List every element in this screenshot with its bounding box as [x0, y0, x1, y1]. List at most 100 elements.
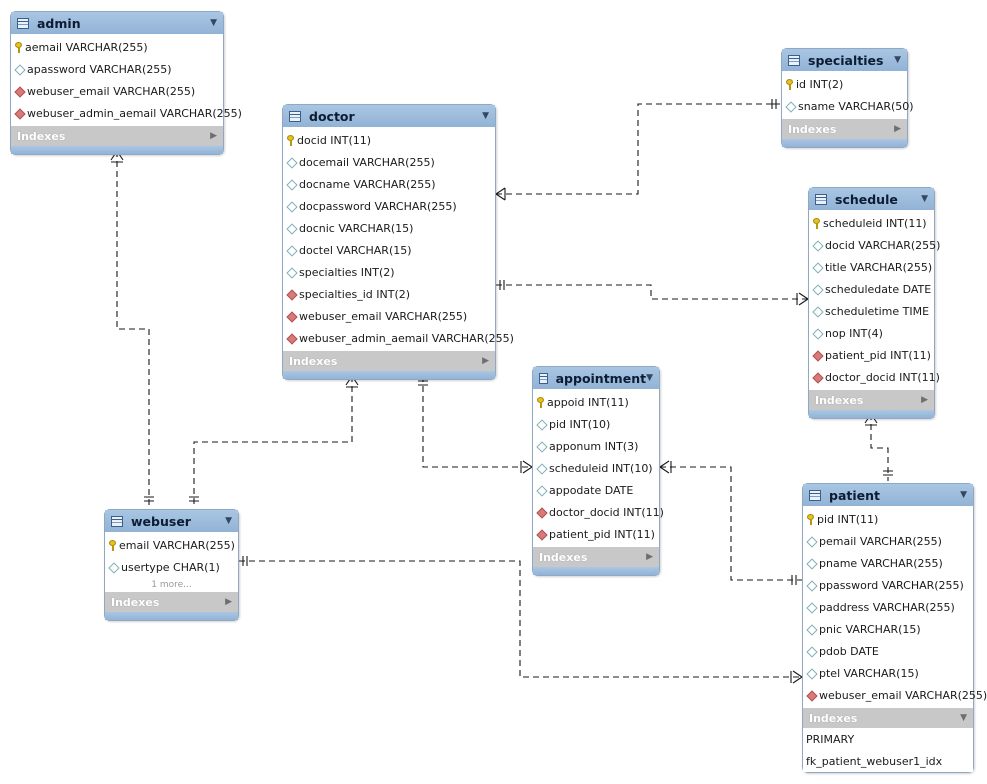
- more-columns-link[interactable]: 1 more...: [151, 580, 192, 590]
- expand-arrow-icon[interactable]: ▶: [210, 131, 217, 141]
- column-row[interactable]: title VARCHAR(255): [809, 256, 934, 278]
- column-row[interactable]: webuser_admin_aemail VARCHAR(255): [11, 102, 242, 124]
- column-row[interactable]: pname VARCHAR(255): [803, 552, 973, 574]
- collapse-caret-icon[interactable]: ▼: [210, 18, 217, 28]
- index-item[interactable]: PRIMARY: [806, 732, 855, 746]
- column-row[interactable]: scheduleid INT(11): [809, 212, 934, 234]
- expand-arrow-icon[interactable]: ▶: [921, 395, 928, 405]
- column-icon: [287, 202, 296, 211]
- column-row[interactable]: docemail VARCHAR(255): [283, 151, 495, 173]
- table-header[interactable]: patient ▼: [803, 484, 973, 506]
- column-row[interactable]: apponum INT(3): [533, 435, 659, 457]
- table-header[interactable]: doctor ▼: [283, 105, 495, 127]
- column-row[interactable]: pdob DATE: [803, 640, 973, 662]
- column-row[interactable]: docid INT(11): [283, 129, 495, 151]
- table-schedule[interactable]: schedule ▼ scheduleid INT(11)docid VARCH…: [808, 187, 940, 419]
- column-row[interactable]: docname VARCHAR(255): [283, 173, 495, 195]
- column-icon: [807, 559, 816, 568]
- indexes-section[interactable]: Indexes ▶: [105, 592, 238, 612]
- expand-arrow-icon[interactable]: ▶: [225, 597, 232, 607]
- table-name: webuser: [131, 513, 191, 529]
- column-label: webuser_email VARCHAR(255): [27, 84, 196, 98]
- column-row[interactable]: webuser_email VARCHAR(255): [11, 80, 223, 102]
- collapse-caret-icon[interactable]: ▼: [225, 516, 232, 526]
- column-icon: [807, 603, 816, 612]
- table-admin[interactable]: admin ▼ aemail VARCHAR(255) apassword VAR…: [10, 11, 242, 155]
- column-icon: [287, 224, 296, 233]
- rel-doctor-webuser-one-end: [189, 496, 199, 502]
- column-label: webuser_admin_aemail VARCHAR(255): [299, 331, 514, 345]
- column-row[interactable]: apassword VARCHAR(255): [11, 58, 223, 80]
- primary-key-icon: [537, 396, 544, 408]
- collapse-caret-icon[interactable]: ▼: [482, 111, 489, 121]
- column-row[interactable]: docpassword VARCHAR(255): [283, 195, 495, 217]
- table-header[interactable]: specialties ▼: [782, 49, 907, 71]
- column-row[interactable]: pnic VARCHAR(15): [803, 618, 973, 640]
- table-header[interactable]: webuser ▼: [105, 510, 238, 532]
- expand-arrow-icon[interactable]: ▶: [894, 124, 901, 134]
- column-row[interactable]: pid INT(10): [533, 413, 659, 435]
- rel-doctor-schedule: [496, 284, 808, 300]
- column-row[interactable]: webuser_admin_aemail VARCHAR(255): [283, 327, 514, 349]
- column-row[interactable]: sname VARCHAR(50): [782, 95, 914, 117]
- indexes-section[interactable]: Indexes ▶: [11, 126, 223, 146]
- column-row[interactable]: docnic VARCHAR(15): [283, 217, 495, 239]
- collapse-arrow-icon[interactable]: ▼: [960, 713, 967, 723]
- index-item[interactable]: fk_patient_webuser1_idx: [806, 754, 943, 768]
- column-row[interactable]: specialties INT(2): [283, 261, 495, 283]
- column-row[interactable]: nop INT(4): [809, 322, 934, 344]
- column-row[interactable]: scheduleid INT(10): [533, 457, 659, 479]
- indexes-section[interactable]: Indexes ▶: [283, 351, 495, 371]
- table-webuser[interactable]: webuser ▼ email VARCHAR(255)usertype CHA…: [104, 509, 239, 621]
- rel-appointment-patient: [660, 466, 802, 581]
- expand-arrow-icon[interactable]: ▶: [482, 356, 489, 366]
- column-row[interactable]: ppassword VARCHAR(255): [803, 574, 973, 596]
- column-row[interactable]: webuser_email VARCHAR(255): [803, 684, 987, 706]
- column-row[interactable]: appoid INT(11): [533, 391, 659, 413]
- table-header[interactable]: admin ▼: [11, 12, 223, 34]
- collapse-caret-icon[interactable]: ▼: [646, 373, 653, 383]
- column-row[interactable]: webuser_email VARCHAR(255): [283, 305, 495, 327]
- table-header[interactable]: appointment ▼: [533, 367, 659, 389]
- column-label: patient_pid INT(11): [825, 348, 931, 362]
- column-row[interactable]: usertype CHAR(1): [105, 556, 238, 578]
- indexes-section[interactable]: Indexes ▶: [533, 547, 659, 567]
- column-row[interactable]: patient_pid INT(11): [533, 523, 659, 545]
- column-label: ptel VARCHAR(15): [819, 666, 919, 680]
- column-row[interactable]: scheduledate DATE: [809, 278, 934, 300]
- column-row[interactable]: doctel VARCHAR(15): [283, 239, 495, 261]
- expand-arrow-icon[interactable]: ▶: [646, 552, 653, 562]
- table-patient[interactable]: patient ▼ pid INT(11)pemail VARCHAR(255)…: [802, 483, 987, 773]
- column-row[interactable]: docid VARCHAR(255): [809, 234, 940, 256]
- column-row[interactable]: paddress VARCHAR(255): [803, 596, 973, 618]
- column-row[interactable]: specialties_id INT(2): [283, 283, 495, 305]
- column-label: aemail VARCHAR(255): [25, 40, 148, 54]
- column-row[interactable]: pemail VARCHAR(255): [803, 530, 973, 552]
- column-row[interactable]: ptel VARCHAR(15): [803, 662, 973, 684]
- column-row[interactable]: patient_pid INT(11): [809, 344, 934, 366]
- table-doctor[interactable]: doctor ▼ docid INT(11)docemail VARCHAR(2…: [282, 104, 514, 380]
- column-row[interactable]: appodate DATE: [533, 479, 659, 501]
- collapse-caret-icon[interactable]: ▼: [921, 194, 928, 204]
- table-appointment[interactable]: appointment ▼ appoid INT(11)pid INT(10)a…: [532, 366, 664, 576]
- table-header[interactable]: schedule ▼: [809, 188, 934, 210]
- collapse-caret-icon[interactable]: ▼: [894, 55, 901, 65]
- collapse-caret-icon[interactable]: ▼: [960, 490, 967, 500]
- indexes-section[interactable]: Indexes ▶: [782, 119, 907, 139]
- column-row[interactable]: scheduletime TIME: [809, 300, 934, 322]
- column-row[interactable]: email VARCHAR(255): [105, 534, 238, 556]
- indexes-section[interactable]: Indexes ▶: [809, 390, 934, 410]
- column-row[interactable]: aemail VARCHAR(255): [11, 36, 223, 58]
- foreign-key-icon: [15, 109, 24, 118]
- column-row[interactable]: doctor_docid INT(11): [809, 366, 940, 388]
- indexes-section[interactable]: Indexes ▼: [803, 708, 973, 728]
- table-specialties[interactable]: specialties ▼ id INT(2)sname VARCHAR(50)…: [781, 48, 914, 148]
- column-icon: [807, 669, 816, 678]
- column-row[interactable]: id INT(2): [782, 73, 907, 95]
- column-label: doctor_docid INT(11): [549, 505, 664, 519]
- table-icon: [815, 193, 827, 205]
- column-row[interactable]: pid INT(11): [803, 508, 973, 530]
- table-icon: [539, 372, 548, 384]
- column-row[interactable]: doctor_docid INT(11): [533, 501, 664, 523]
